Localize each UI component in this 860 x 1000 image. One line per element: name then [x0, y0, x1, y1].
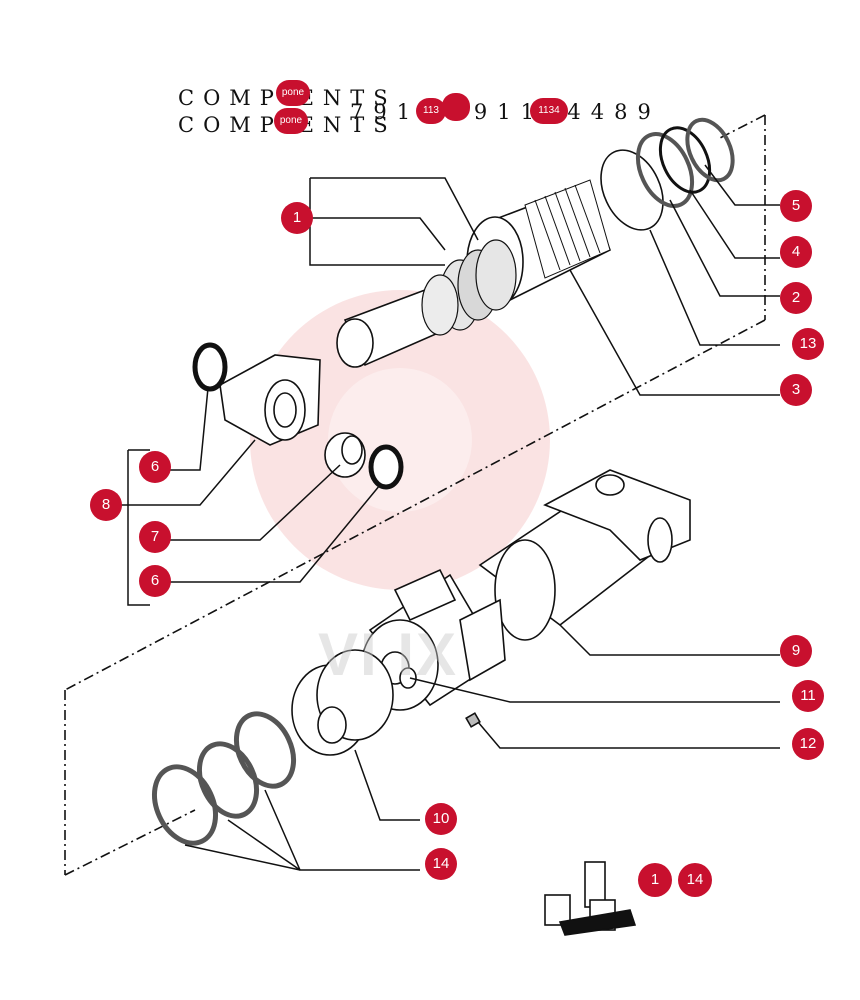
ring-2: [635, 132, 695, 208]
callout-14[interactable]: 14: [425, 848, 457, 880]
header-hotspot-3[interactable]: 113: [416, 98, 446, 124]
bushing-7: [324, 432, 366, 478]
header-hotspot-5[interactable]: 1134: [530, 98, 568, 124]
callout-11[interactable]: 11: [792, 680, 824, 712]
header-hotspot-4[interactable]: [442, 93, 470, 121]
callout-4[interactable]: 4: [780, 236, 812, 268]
callout-9[interactable]: 9: [780, 635, 812, 667]
callout-7[interactable]: 7: [139, 521, 171, 553]
callout-10[interactable]: 10: [425, 803, 457, 835]
part-number-range: 791 – 91134489: [350, 100, 661, 124]
callout-6-upper[interactable]: 6: [139, 451, 171, 483]
grub-screw-12: [465, 712, 481, 728]
watermark-gear-inner: [328, 368, 472, 512]
piston-seal-stack: [421, 239, 517, 336]
watermark-text: VI IX: [318, 621, 459, 688]
cylinder-barrel: [478, 469, 691, 641]
callout-5[interactable]: 5: [780, 190, 812, 222]
axis-line-tail: [64, 809, 196, 876]
callout-13[interactable]: 13: [792, 328, 824, 360]
ring-13: [600, 149, 664, 231]
seal-kit-callout-14[interactable]: 14: [678, 863, 712, 897]
seal-kit-pictogram: [544, 861, 637, 936]
header-hotspot-1[interactable]: pone: [276, 80, 310, 106]
watermark-gear: [250, 290, 550, 590]
ring-5: [685, 117, 735, 183]
seal-6-upper: [192, 342, 228, 392]
axis-line-diagonal: [64, 319, 766, 691]
seal-kit-callout-1[interactable]: 1: [638, 863, 672, 897]
callout-8[interactable]: 8: [90, 489, 122, 521]
callout-6-lower[interactable]: 6: [139, 565, 171, 597]
header-hotspot-2[interactable]: pone: [274, 108, 308, 134]
seal-6-lower: [368, 444, 404, 490]
callout-12[interactable]: 12: [792, 728, 824, 760]
piston-10: [291, 649, 394, 756]
ring-set-14: [152, 711, 297, 846]
rod-end-eye: [219, 354, 321, 446]
callout-3[interactable]: 3: [780, 374, 812, 406]
ring-4: [658, 126, 712, 194]
axis-line-top: [719, 114, 766, 139]
leader-lines: [120, 164, 780, 871]
callout-1[interactable]: 1: [281, 202, 313, 234]
callout-2[interactable]: 2: [780, 282, 812, 314]
